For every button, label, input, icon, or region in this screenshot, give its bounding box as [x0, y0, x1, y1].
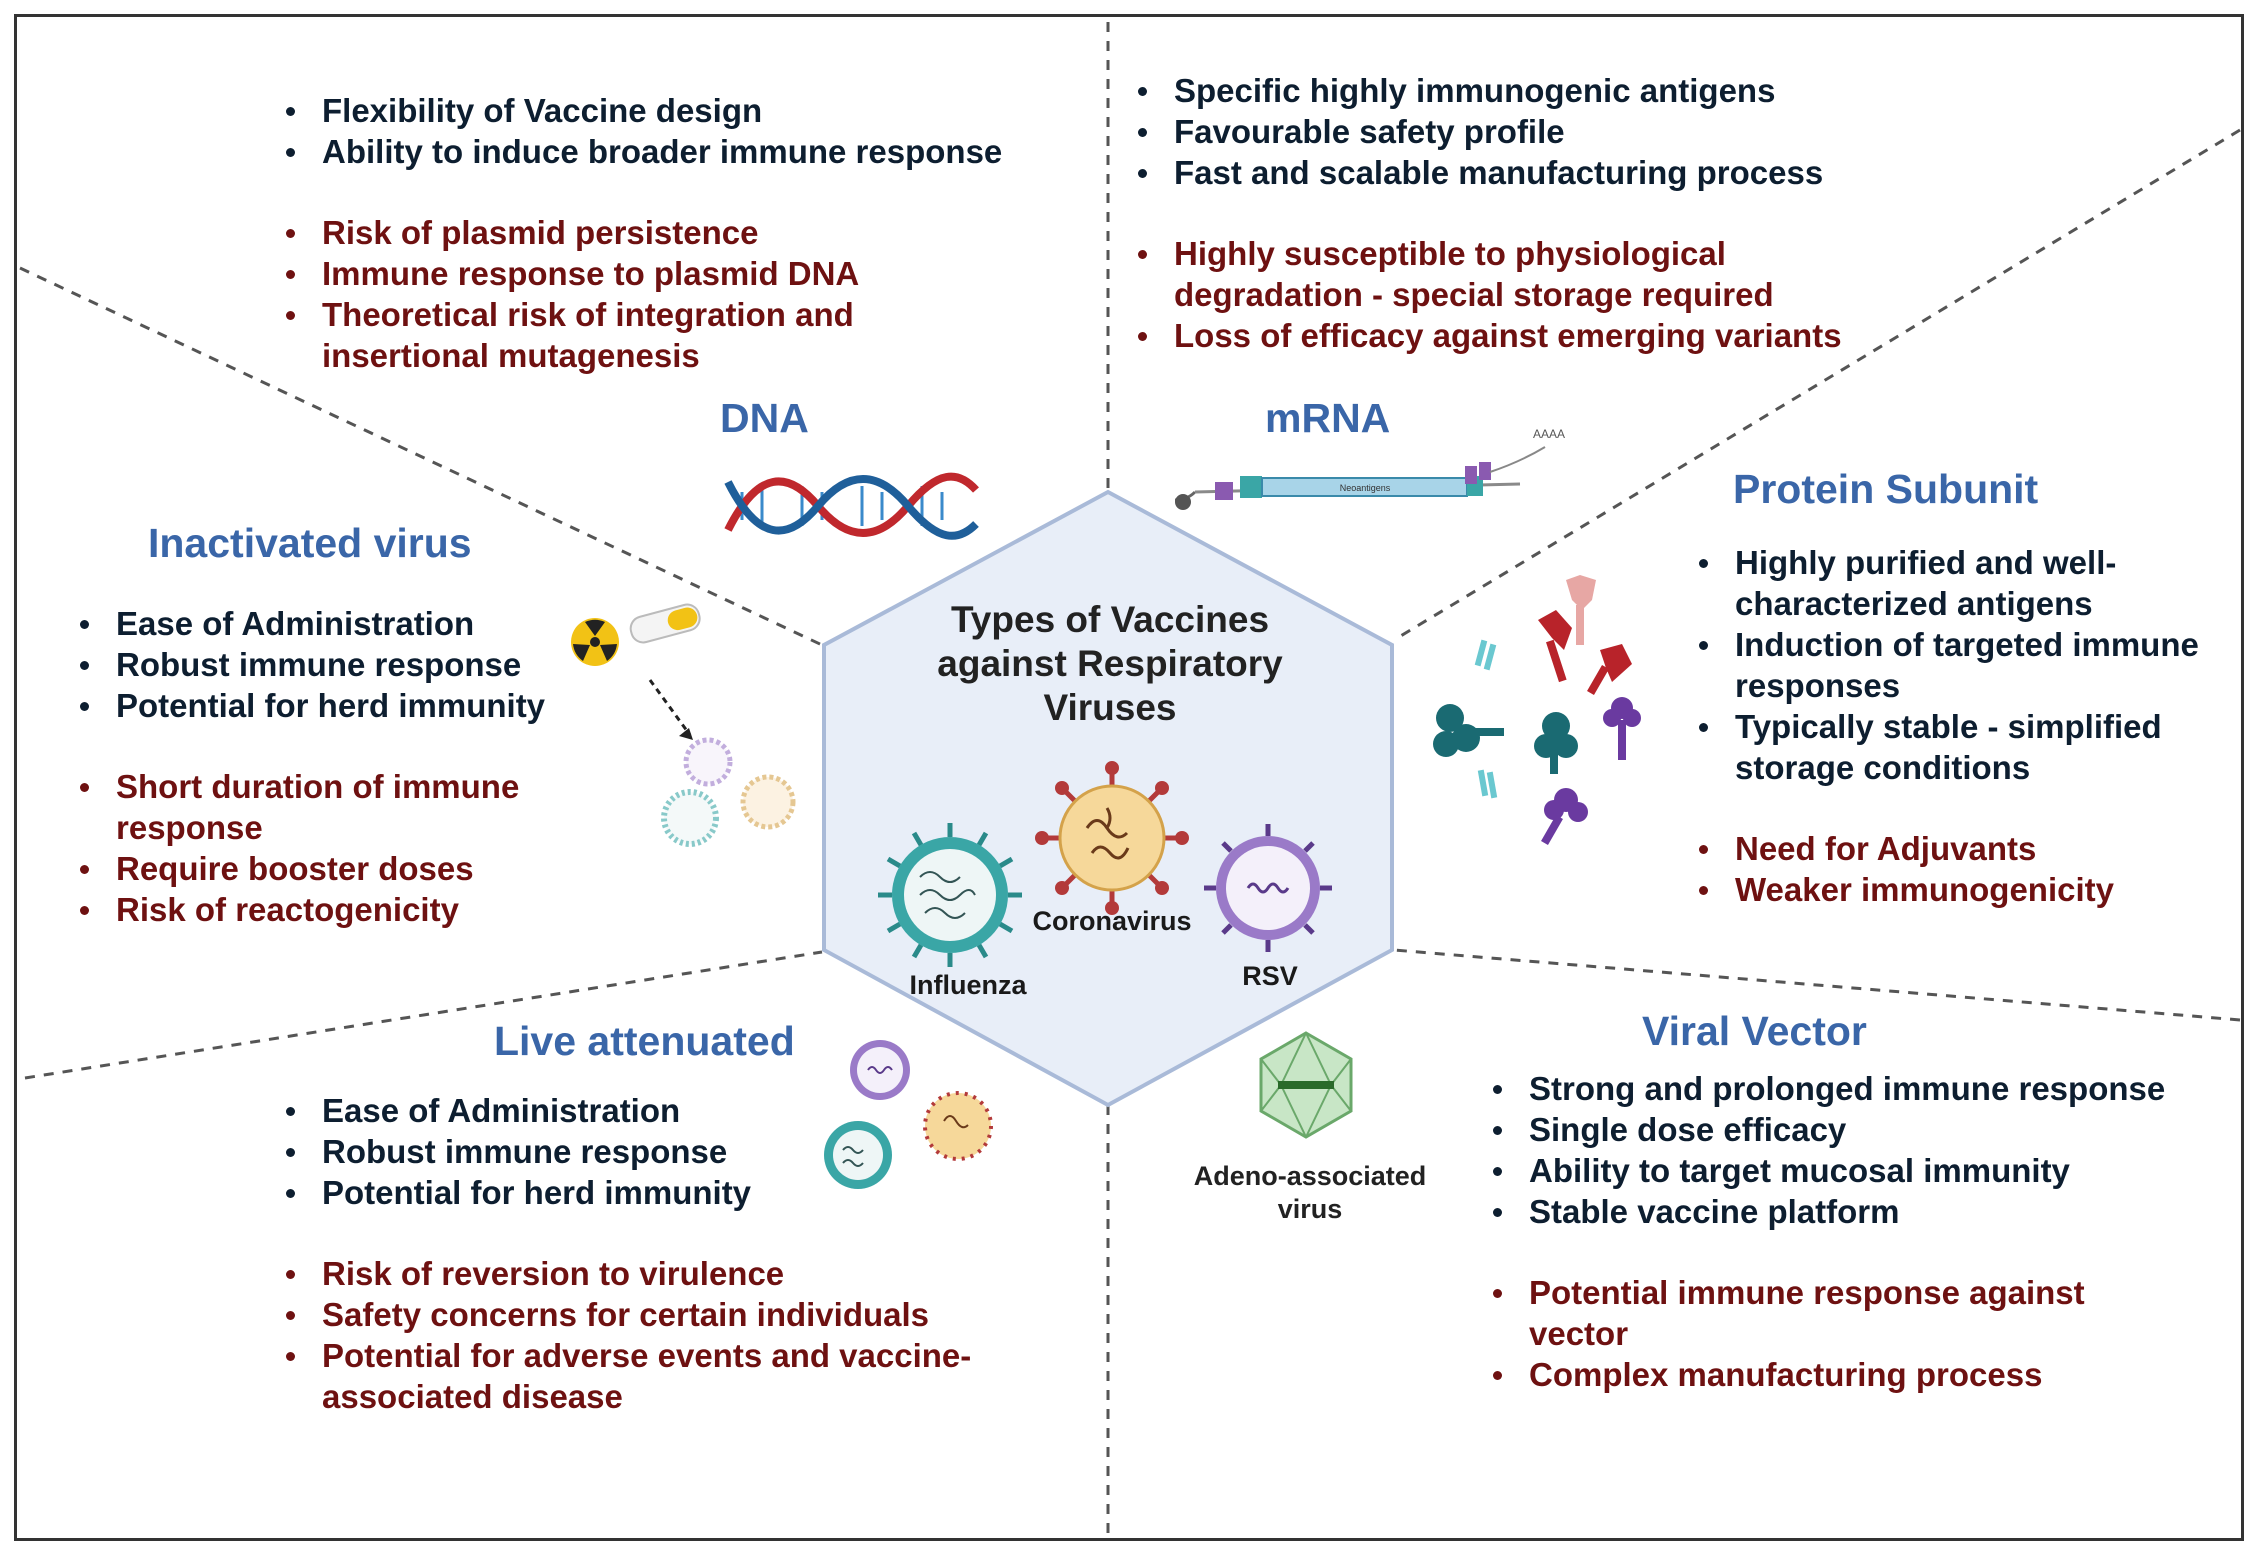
test-tube-icon	[629, 603, 701, 644]
inactivated-con-item: Require booster doses	[74, 848, 594, 889]
influenza-virus-icon	[878, 823, 1022, 967]
protein-pro-item: Induction of targeted immune responses	[1693, 624, 2235, 706]
arrow-icon	[648, 679, 693, 740]
dna-section: Flexibility of Vaccine design Ability to…	[280, 90, 1040, 376]
coronavirus-icon	[1035, 761, 1189, 915]
protein-pro-item: Typically stable - simplified storage co…	[1693, 706, 2225, 788]
dna-con-item: Immune response to plasmid DNA	[280, 253, 1040, 294]
live-con-item: Potential for adverse events and vaccine…	[280, 1335, 1022, 1417]
mrna-pro-item: Favourable safety profile	[1132, 111, 2182, 152]
inactivated-cons-list: Short duration of immune response Requir…	[74, 766, 594, 930]
adeno-associated-virus-icon	[1259, 1031, 1353, 1139]
inactivated-pro-item: Potential for herd immunity	[74, 685, 594, 726]
live-title: Live attenuated	[494, 1018, 795, 1064]
rsv-virus-icon	[1204, 824, 1332, 952]
viral-vector-pros-list: Strong and prolonged immune response Sin…	[1487, 1068, 2227, 1232]
viral-vector-cons-list: Potential immune response against vector…	[1487, 1272, 2227, 1395]
inactivated-con-item: Risk of reactogenicity	[74, 889, 594, 930]
dna-pro-item: Ability to induce broader immune respons…	[280, 131, 1040, 172]
protein-con-item: Weaker immunogenicity	[1693, 869, 2233, 910]
divider-upper-right	[1393, 128, 2241, 642]
inactivated-viruses-icon	[661, 737, 796, 847]
live-attenuated-viruses-icon	[824, 1040, 993, 1189]
protein-con-item: Need for Adjuvants	[1693, 828, 2233, 869]
viral-vector-con-item: Complex manufacturing process	[1487, 1354, 2227, 1395]
mrna-section: Specific highly immunogenic antigens Fav…	[1132, 70, 2182, 356]
viral-vector-pro-item: Ability to target mucosal immunity	[1487, 1150, 2227, 1191]
protein-pros-list: Highly purified and well-characterized a…	[1693, 542, 2233, 788]
aav-label-line: Adeno-associated	[1193, 1161, 1427, 1191]
mrna-tail-label: AAAA	[1533, 427, 1565, 441]
viral-vector-con-item: Potential immune response against vector	[1487, 1272, 2149, 1354]
dna-con-item: Theoretical risk of integration and inse…	[280, 294, 922, 376]
mrna-con-item: Highly susceptible to physiological degr…	[1132, 233, 1824, 315]
aav-label: Adeno-associated virus	[1180, 1160, 1440, 1226]
rsv-label: RSV	[1242, 961, 1298, 991]
live-pro-item: Potential for herd immunity	[280, 1172, 1040, 1213]
live-pros-list: Ease of Administration Robust immune res…	[280, 1090, 1040, 1213]
center-title-line: against Respiratory	[937, 643, 1283, 684]
center-title-line: Types of Vaccines	[950, 599, 1270, 640]
protein-pro-item: Highly purified and well-characterized a…	[1693, 542, 2175, 624]
mrna-strand-icon: Neoantigens AAAA	[1174, 427, 1565, 510]
mrna-title: mRNA	[1265, 395, 1391, 441]
mrna-cons-list: Highly susceptible to physiological degr…	[1132, 233, 2182, 356]
coronavirus-label: Coronavirus	[1032, 906, 1192, 936]
inactivated-con-item: Short duration of immune response	[74, 766, 586, 848]
mrna-pros-list: Specific highly immunogenic antigens Fav…	[1132, 70, 2182, 193]
radiation-icon	[571, 618, 619, 666]
protein-cons-list: Need for Adjuvants Weaker immunogenicity	[1693, 828, 2233, 910]
influenza-label: Influenza	[909, 970, 1027, 1000]
dna-cons-list: Risk of plasmid persistence Immune respo…	[280, 212, 1040, 376]
mrna-pro-item: Specific highly immunogenic antigens	[1132, 70, 2182, 111]
protein-section: Highly purified and well-characterized a…	[1693, 542, 2233, 910]
live-cons-list: Risk of reversion to virulence Safety co…	[280, 1253, 1040, 1417]
dna-pros-list: Flexibility of Vaccine design Ability to…	[280, 90, 1040, 172]
dna-title: DNA	[720, 395, 809, 441]
dna-pro-item: Flexibility of Vaccine design	[280, 90, 1040, 131]
viral-vector-pro-item: Single dose efficacy	[1487, 1109, 2227, 1150]
inactivated-title: Inactivated virus	[148, 520, 472, 566]
live-pro-item: Robust immune response	[280, 1131, 1040, 1172]
inactivated-section: Ease of Administration Robust immune res…	[74, 603, 594, 930]
viral-vector-title: Viral Vector	[1642, 1008, 1867, 1054]
aav-label-line: virus	[1277, 1194, 1343, 1224]
live-con-item: Safety concerns for certain individuals	[280, 1294, 1040, 1335]
protein-title: Protein Subunit	[1733, 466, 2039, 512]
divider-lower-right	[1393, 948, 2241, 1022]
live-section: Ease of Administration Robust immune res…	[280, 1090, 1040, 1417]
center-title-line: Viruses	[1043, 687, 1177, 728]
inactivated-pros-list: Ease of Administration Robust immune res…	[74, 603, 594, 726]
protein-subunits-icon	[1433, 575, 1641, 845]
dna-helix-icon	[724, 472, 979, 540]
inactivated-pro-item: Robust immune response	[74, 644, 594, 685]
mrna-pro-item: Fast and scalable manufacturing process	[1132, 152, 2182, 193]
figure-frame	[14, 14, 2244, 1541]
live-pro-item: Ease of Administration	[280, 1090, 1040, 1131]
inactivated-pro-item: Ease of Administration	[74, 603, 594, 644]
dna-con-item: Risk of plasmid persistence	[280, 212, 1040, 253]
viral-vector-section: Strong and prolonged immune response Sin…	[1487, 1068, 2227, 1395]
center-title: Types of Vaccines against Respiratory Vi…	[870, 598, 1350, 730]
live-con-item: Risk of reversion to virulence	[280, 1253, 1040, 1294]
divider-upper-left	[19, 266, 823, 647]
viral-vector-pro-item: Strong and prolonged immune response	[1487, 1068, 2227, 1109]
viral-vector-pro-item: Stable vaccine platform	[1487, 1191, 2227, 1232]
divider-lower-left	[24, 950, 823, 1080]
mrna-strand-label: Neoantigens	[1340, 483, 1391, 493]
mrna-con-item: Loss of efficacy against emerging varian…	[1132, 315, 2182, 356]
